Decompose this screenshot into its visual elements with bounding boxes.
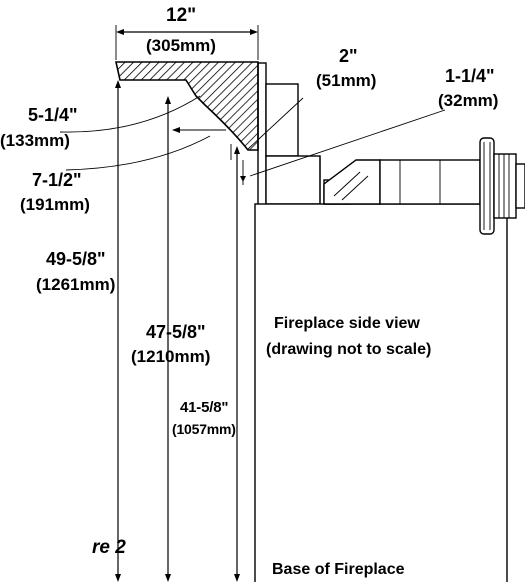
height-middle-imperial: 47-5/8" <box>146 322 206 342</box>
pipe-elbow <box>323 159 381 205</box>
mantel-projection-imperial: 2" <box>339 46 358 66</box>
fireplace-body <box>254 62 508 582</box>
lower-step <box>265 155 321 205</box>
bracket-projection-imperial: 1-1/4" <box>445 66 495 86</box>
bracket-offset-imperial: 7-1/2" <box>32 170 82 190</box>
shelf-offset-imperial: 5-1/4" <box>28 105 78 125</box>
mantel-projection-metric: (51mm) <box>316 71 376 90</box>
height-bracket-imperial: 41-5/8" <box>180 399 228 416</box>
vent-cap-end <box>515 163 525 209</box>
diagram-notes: Fireplace side view (drawing not to scal… <box>92 315 431 578</box>
height-top-imperial: 49-5/8" <box>46 249 106 269</box>
mantel <box>115 61 259 151</box>
bracket-projection-metric: (32mm) <box>438 91 498 110</box>
upper-box <box>265 83 299 157</box>
mantel-depth-metric: (305mm) <box>146 36 216 55</box>
firebox <box>254 203 508 582</box>
vent-cap-flange <box>479 137 495 235</box>
dimension-lines <box>59 25 446 582</box>
view-subtitle: (drawing not to scale) <box>266 341 431 358</box>
mantel-shelf <box>115 61 259 151</box>
height-bracket-metric: (1057mm) <box>172 421 236 437</box>
shelf-offset-metric: (133mm) <box>0 131 70 150</box>
mantel-depth-imperial: 12" <box>166 5 196 26</box>
base-label: Base of Fireplace <box>272 561 405 578</box>
vent-cap-body <box>493 153 517 219</box>
vent-pipe <box>323 137 525 235</box>
bracket-offset-metric: (191mm) <box>20 195 90 214</box>
height-middle-metric: (1210mm) <box>131 347 210 366</box>
dimension-labels: 12" (305mm) 2" (51mm) 1-1/4" (32mm) 5-1/… <box>0 5 498 437</box>
height-top-metric: (1261mm) <box>36 275 115 294</box>
figure-label: re 2 <box>92 537 126 558</box>
horizontal-pipe <box>379 159 481 205</box>
view-title: Fireplace side view <box>274 315 420 332</box>
